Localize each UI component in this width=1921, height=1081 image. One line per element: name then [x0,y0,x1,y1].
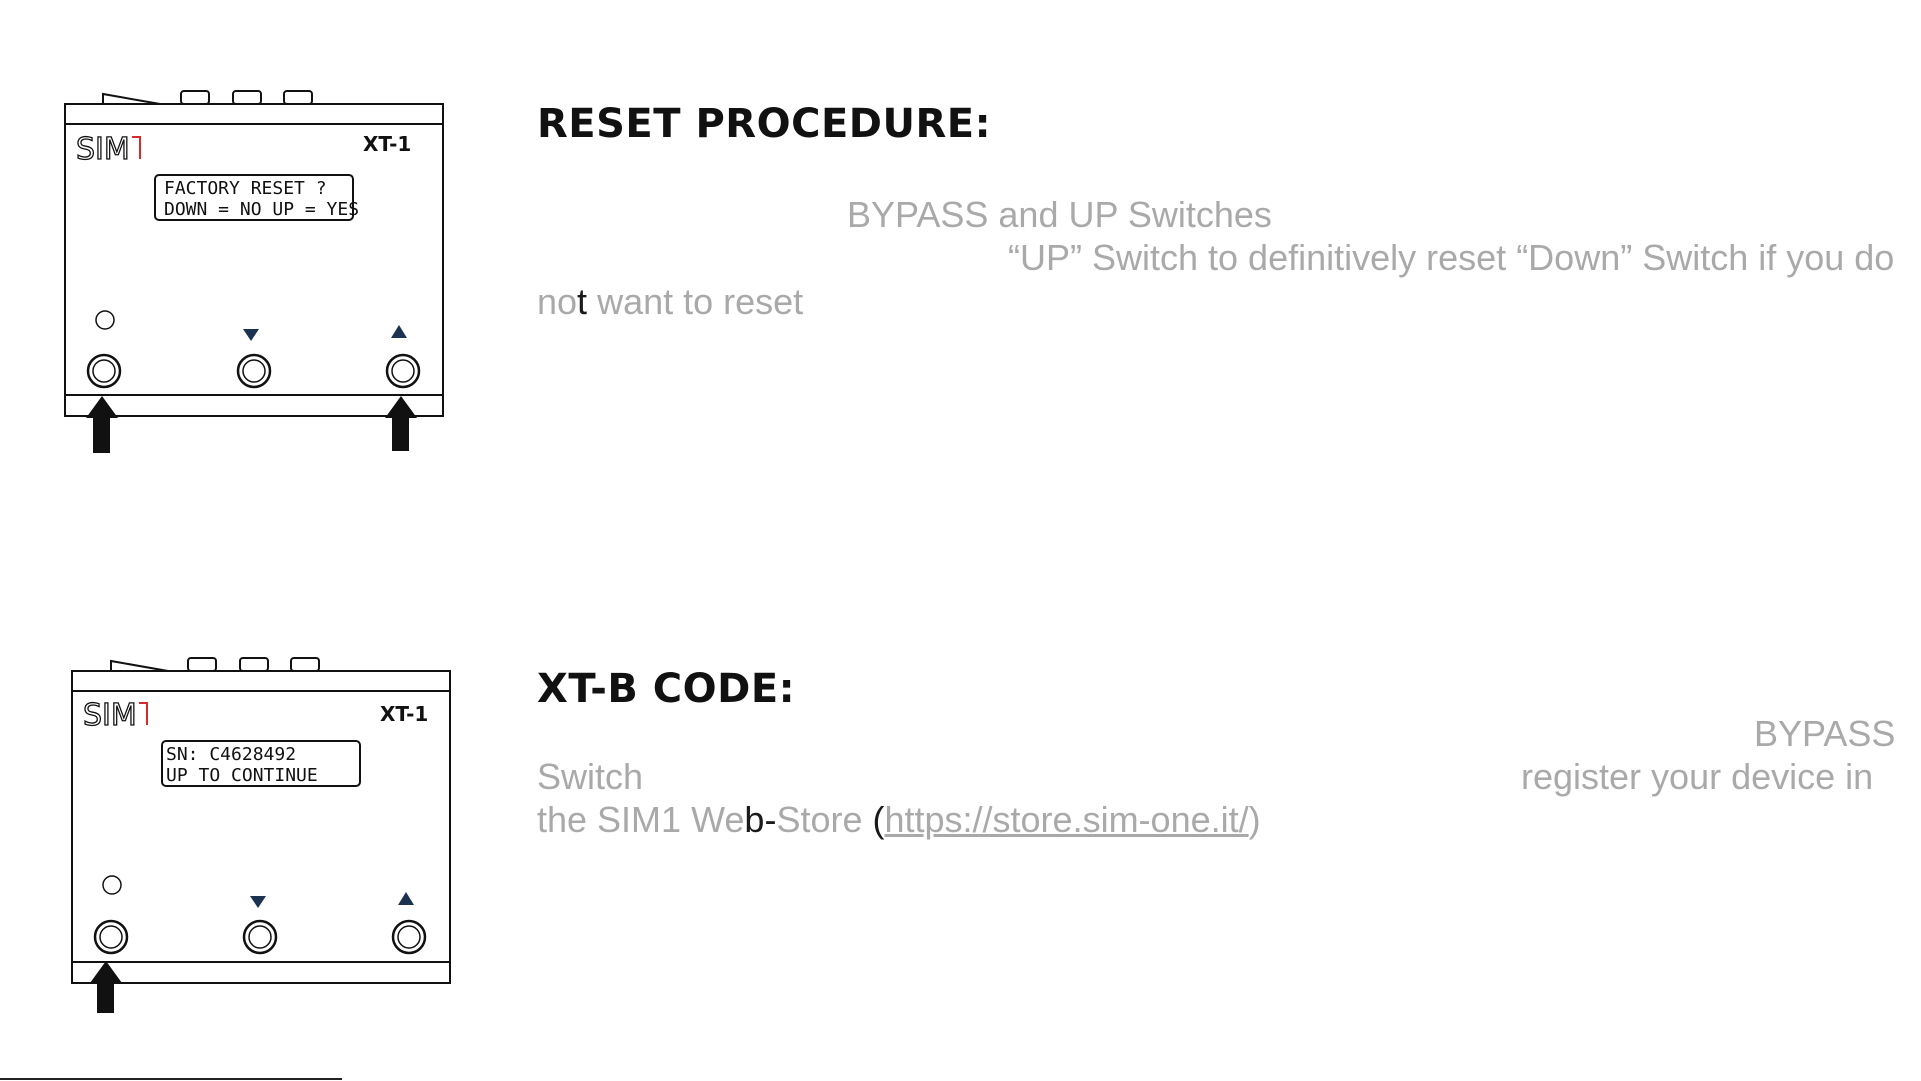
down-arrow-icon [250,896,266,908]
lcd-line-2: UP TO CONTINUE [166,765,318,786]
xtb-text-b: b- [744,799,777,840]
up-footswitch-icon [385,353,421,389]
reset-text-up-switch: “UP” Switch to definitively reset [1008,237,1507,278]
knob-icon [283,90,313,105]
down-footswitch-icon [242,919,278,955]
model-label: XT-1 [363,132,411,156]
xtb-text-switch: Switch [537,756,644,797]
reset-line-2: “UP” Switch to definitively reset “Down”… [1008,236,1894,279]
xtb-line-1: BYPASS [1754,712,1895,755]
reset-text-down-switch: “Down” Switch if you do [1516,237,1895,278]
led-icon [102,875,122,895]
jack-wedge-icon [102,92,161,105]
bottom-divider [0,1078,342,1080]
up-arrow-icon [391,325,407,338]
knob-icon [180,90,210,105]
xtb-heading: XT-B CODE: [537,666,796,712]
up-arrow-icon [398,892,414,905]
brand-logo: SIM [76,132,130,167]
up-footswitch-icon [391,919,427,955]
reset-text-no: no [537,281,578,322]
store-link[interactable]: https://store.sim-one.it/ [884,799,1249,840]
brand-accent-icon [132,136,141,159]
knob-icon [232,90,262,105]
xtb-paren-open: ( [872,799,885,840]
device-body [64,103,444,417]
lcd-screen [161,740,361,787]
device-body [71,670,451,984]
xtb-text-bypass: BYPASS [1754,713,1896,754]
brand-accent-icon [139,702,148,725]
reset-text-t: t [577,281,588,322]
model-label: XT-1 [380,702,428,726]
down-footswitch-icon [236,353,272,389]
lcd-line-2: DOWN = NO UP = YES [164,199,359,220]
led-icon [95,310,115,330]
xtb-text-store-prefix: the SIM1 We [537,799,745,840]
lcd-screen [154,174,354,221]
reset-heading: RESET PROCEDURE: [537,101,992,147]
jack-wedge-icon [110,659,169,672]
xtb-paren-close: ) [1248,799,1261,840]
press-arrow-icon [86,396,118,453]
xtb-text-register: register your device in [1521,756,1874,797]
knob-icon [290,657,320,672]
lcd-line-1: FACTORY RESET ? [164,178,327,199]
reset-text-bypass-up: BYPASS and UP Switches [847,194,1272,235]
xtb-line-2b: register your device in [1521,755,1873,798]
xtb-text-store: Store [776,799,873,840]
down-arrow-icon [243,329,259,341]
reset-line-3: not want to reset [537,280,803,323]
xtb-line-3: the SIM1 Web-Store (https://store.sim-on… [537,798,1261,841]
lcd-line-1: SN: C4628492 [166,744,296,765]
knob-icon [239,657,269,672]
bypass-footswitch-icon [93,919,129,955]
reset-text-want: want to reset [587,281,804,322]
bypass-footswitch-icon [86,353,122,389]
knob-icon [187,657,217,672]
reset-line-1: BYPASS and UP Switches [847,193,1272,236]
xtb-line-2a: Switch [537,755,643,798]
press-arrow-icon [90,961,122,1013]
brand-logo: SIM [83,698,137,733]
press-arrow-icon [385,396,417,451]
